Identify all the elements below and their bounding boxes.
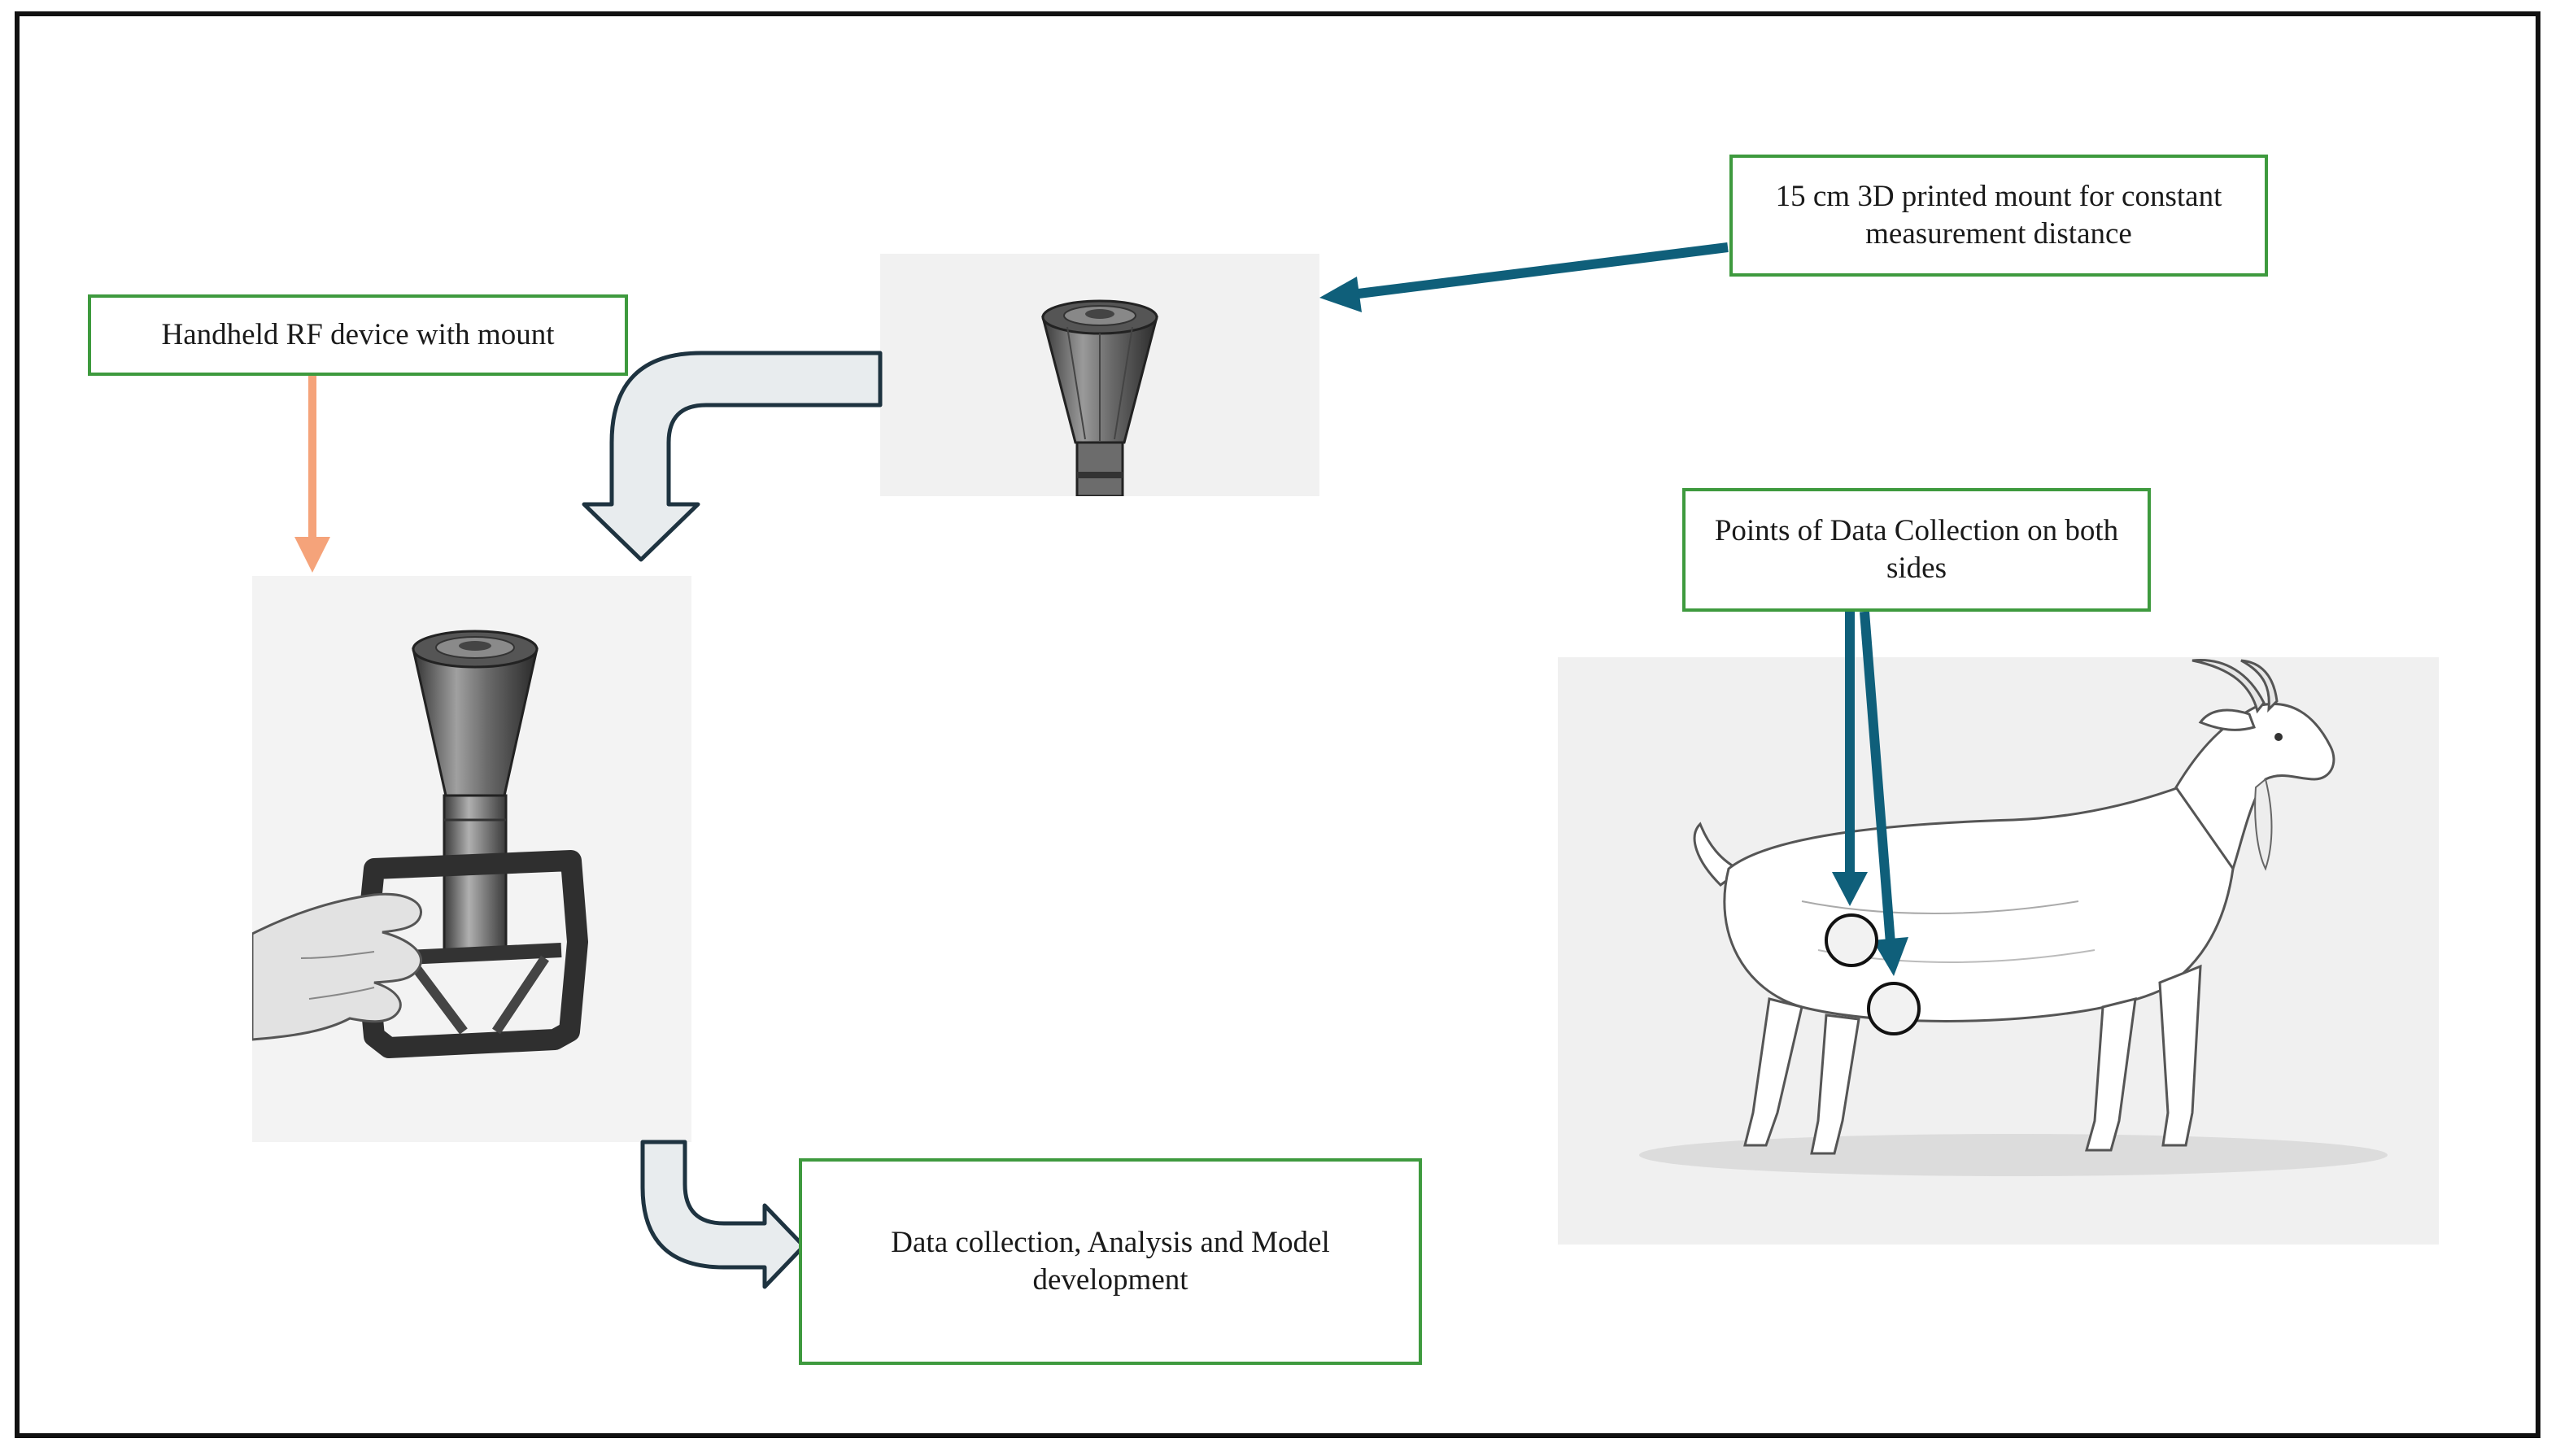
teal-arrow-point-1 [1832, 612, 1868, 906]
analysis-label-box: Data collection, Analysis and Model deve… [799, 1158, 1422, 1365]
handheld-label-text: Handheld RF device with mount [161, 318, 555, 351]
data-point-2 [1867, 982, 1921, 1035]
flow-arrow-to-device [582, 351, 883, 562]
teal-arrow-mount [1319, 242, 1729, 312]
teal-arrow-point-2 [1860, 611, 1908, 976]
mount-illustration [880, 254, 1319, 496]
data-points-label-text: Points of Data Collection on both sides [1714, 514, 2119, 585]
handheld-label-box: Handheld RF device with mount [88, 294, 628, 376]
data-point-1 [1825, 913, 1878, 967]
analysis-label-text: Data collection, Analysis and Model deve… [891, 1226, 1330, 1297]
mount-label-text: 15 cm 3D printed mount for constant meas… [1775, 180, 2222, 251]
figure-frame [15, 11, 2540, 1438]
mount-label-box: 15 cm 3D printed mount for constant meas… [1729, 155, 2268, 277]
handheld-device-illustration [252, 576, 691, 1142]
flow-arrow-to-analysis [640, 1140, 806, 1289]
data-points-label-box: Points of Data Collection on both sides [1682, 488, 2151, 612]
orange-arrow-device [294, 376, 330, 573]
